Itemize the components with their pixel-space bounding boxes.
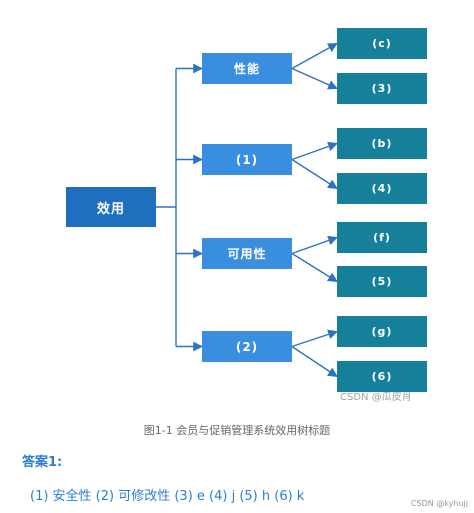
leaf-node-g: (g)	[337, 316, 427, 347]
connector-branch-2-leaf-1	[291, 252, 338, 283]
root-node-utility: 效用	[66, 187, 156, 227]
branch-node-1: (1)	[202, 144, 292, 175]
answer-title: 答案1:	[22, 455, 63, 470]
leaf-node-c: (c)	[337, 28, 427, 59]
branch-node-2: (2)	[202, 331, 292, 362]
leaf-node-5: (5)	[337, 266, 427, 297]
tree-connectors	[156, 42, 338, 378]
csdn-watermark-small: CSDN @kyhujj	[410, 499, 468, 508]
connector-branch-3-leaf-1	[291, 345, 338, 378]
answer-text: (1) 安全性 (2) 可修改性 (3) e (4) j (5) h (6) k	[30, 489, 305, 504]
leaf-node-3: (3)	[337, 73, 427, 104]
branch-node-performance: 性能	[202, 53, 292, 84]
connector-branch-1-leaf-1	[291, 158, 338, 190]
connector-branch-1-leaf-0	[291, 141, 338, 161]
connector-branch-0-leaf-1	[291, 67, 338, 90]
leaf-node-4: (4)	[337, 173, 427, 204]
figure-caption: 图1-1 会员与促销管理系统效用树标题	[143, 424, 331, 437]
leaf-node-f: (f)	[337, 222, 427, 253]
branch-node-availability: 可用性	[202, 238, 292, 269]
connector-branch-3-leaf-0	[291, 329, 338, 348]
connector-branch-0-leaf-0	[291, 42, 338, 70]
leaf-node-6: (6)	[337, 361, 427, 392]
connector-branch-2-leaf-0	[291, 235, 338, 255]
csdn-watermark: CSDN @瓜皮肖	[340, 392, 412, 403]
leaf-node-b: (b)	[337, 128, 427, 159]
